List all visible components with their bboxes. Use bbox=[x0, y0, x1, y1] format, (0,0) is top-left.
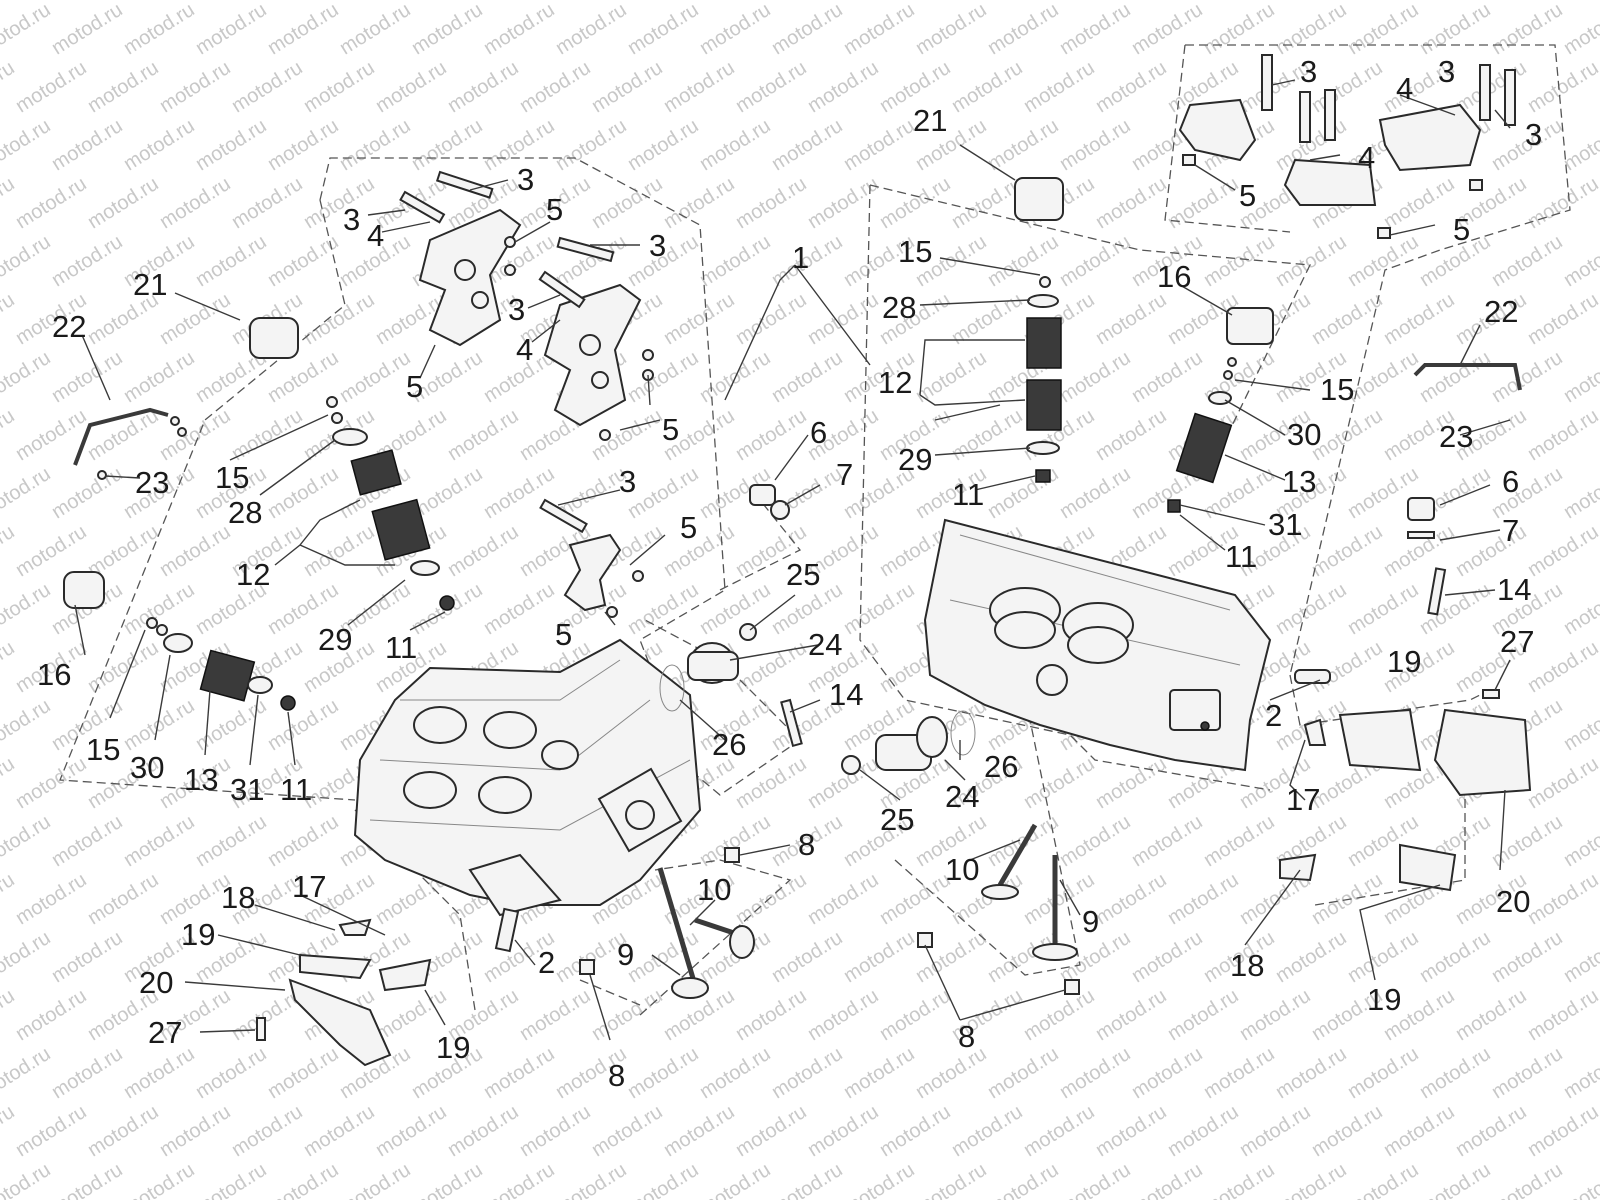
callout-label: 21 bbox=[913, 103, 947, 138]
callout-label: 28 bbox=[228, 495, 262, 530]
callout-label: 11 bbox=[385, 630, 417, 665]
callout-label: 8 bbox=[798, 827, 815, 862]
callout-label: 19 bbox=[1387, 644, 1421, 679]
callout-label: 9 bbox=[617, 937, 634, 972]
valves bbox=[657, 823, 1078, 999]
tappets bbox=[63, 177, 1274, 609]
small-parts bbox=[73, 154, 1522, 1041]
callout-label: 30 bbox=[1287, 417, 1321, 452]
callout-label: 15 bbox=[1320, 372, 1354, 407]
callout-label: 19 bbox=[181, 917, 215, 952]
callout-label: 8 bbox=[958, 1019, 975, 1054]
callout-label: 11 bbox=[1225, 539, 1257, 574]
bolts bbox=[399, 54, 1516, 748]
callout-label: 30 bbox=[130, 750, 164, 785]
callout-labels: 3 3 5 4 3 3 4 5 5 1 21 22 15 23 28 12 29… bbox=[37, 54, 1542, 1093]
callout-label: 23 bbox=[1439, 419, 1473, 454]
callout-label: 10 bbox=[697, 872, 731, 907]
callout-label: 13 bbox=[184, 762, 218, 797]
callout-label: 3 bbox=[1438, 54, 1455, 89]
callout-label: 15 bbox=[898, 234, 932, 269]
callout-label: 22 bbox=[52, 309, 86, 344]
callout-label: 22 bbox=[1484, 294, 1518, 329]
callout-label: 13 bbox=[1282, 464, 1316, 499]
callout-label: 3 bbox=[619, 464, 636, 499]
callout-label: 9 bbox=[1082, 904, 1099, 939]
callout-label: 5 bbox=[680, 510, 697, 545]
group-outlines bbox=[59, 44, 1571, 1016]
callout-label: 25 bbox=[786, 557, 820, 592]
callout-label: 28 bbox=[882, 290, 916, 325]
callout-label: 19 bbox=[1367, 982, 1401, 1017]
callout-label: 7 bbox=[836, 457, 853, 492]
callout-label: 4 bbox=[1396, 71, 1413, 106]
callout-label: 4 bbox=[1358, 140, 1375, 175]
callout-label: 3 bbox=[649, 228, 666, 263]
callout-label: 6 bbox=[810, 415, 827, 450]
callout-label: 24 bbox=[808, 627, 842, 662]
callout-label: 6 bbox=[1502, 464, 1519, 499]
callout-label: 4 bbox=[367, 218, 384, 253]
callout-label: 15 bbox=[215, 460, 249, 495]
callout-label: 21 bbox=[133, 267, 167, 302]
callout-label: 26 bbox=[984, 749, 1018, 784]
callout-label: 5 bbox=[1239, 178, 1256, 213]
callout-label: 12 bbox=[878, 365, 912, 400]
callout-label: 18 bbox=[221, 880, 255, 915]
camshaft-caps bbox=[418, 98, 1482, 612]
callout-label: 3 bbox=[343, 202, 360, 237]
callout-label: 5 bbox=[662, 412, 679, 447]
callout-label: 11 bbox=[280, 772, 312, 807]
callout-label: 29 bbox=[898, 442, 932, 477]
callout-label: 11 bbox=[952, 477, 984, 512]
callout-label: 19 bbox=[436, 1030, 470, 1065]
callout-label: 5 bbox=[406, 369, 423, 404]
covers bbox=[288, 708, 1532, 1067]
callout-label: 1 bbox=[792, 240, 809, 275]
valve-springs bbox=[163, 294, 1233, 711]
callout-label: 3 bbox=[1525, 117, 1542, 152]
callout-label: 25 bbox=[880, 802, 914, 837]
callout-label: 12 bbox=[236, 557, 270, 592]
callout-label: 15 bbox=[86, 732, 120, 767]
callout-label: 2 bbox=[538, 945, 555, 980]
callout-label: 8 bbox=[608, 1058, 625, 1093]
callout-label: 3 bbox=[508, 292, 525, 327]
callout-label: 20 bbox=[1496, 884, 1530, 919]
callout-label: 18 bbox=[1230, 948, 1264, 983]
callout-label: 5 bbox=[1453, 212, 1470, 247]
callout-label: 5 bbox=[555, 617, 572, 652]
callout-label: 7 bbox=[1502, 513, 1519, 548]
callout-label: 20 bbox=[139, 965, 173, 1000]
callout-label: 17 bbox=[1286, 782, 1320, 817]
callout-label: 14 bbox=[1497, 572, 1531, 607]
leader-lines bbox=[74, 79, 1511, 1041]
callout-label: 31 bbox=[230, 772, 264, 807]
callout-label: 27 bbox=[148, 1015, 182, 1050]
callout-label: 17 bbox=[292, 869, 326, 904]
intake-manifolds bbox=[659, 642, 976, 771]
right-cylinder-head bbox=[923, 518, 1272, 772]
callout-label: 3 bbox=[1300, 54, 1317, 89]
callout-label: 26 bbox=[712, 727, 746, 762]
callout-label: 29 bbox=[318, 622, 352, 657]
callout-label: 10 bbox=[945, 852, 979, 887]
callout-label: 16 bbox=[37, 657, 71, 692]
callout-label: 24 bbox=[945, 779, 979, 814]
callout-label: 16 bbox=[1157, 259, 1191, 294]
callout-label: 2 bbox=[1265, 698, 1282, 733]
callout-label: 14 bbox=[829, 677, 863, 712]
callout-label: 3 bbox=[517, 162, 534, 197]
callout-label: 4 bbox=[516, 332, 533, 367]
callout-label: 5 bbox=[546, 192, 563, 227]
callout-label: 31 bbox=[1268, 507, 1302, 542]
callout-label: 27 bbox=[1500, 624, 1534, 659]
left-cylinder-head bbox=[353, 638, 702, 917]
callout-label: 23 bbox=[135, 465, 169, 500]
